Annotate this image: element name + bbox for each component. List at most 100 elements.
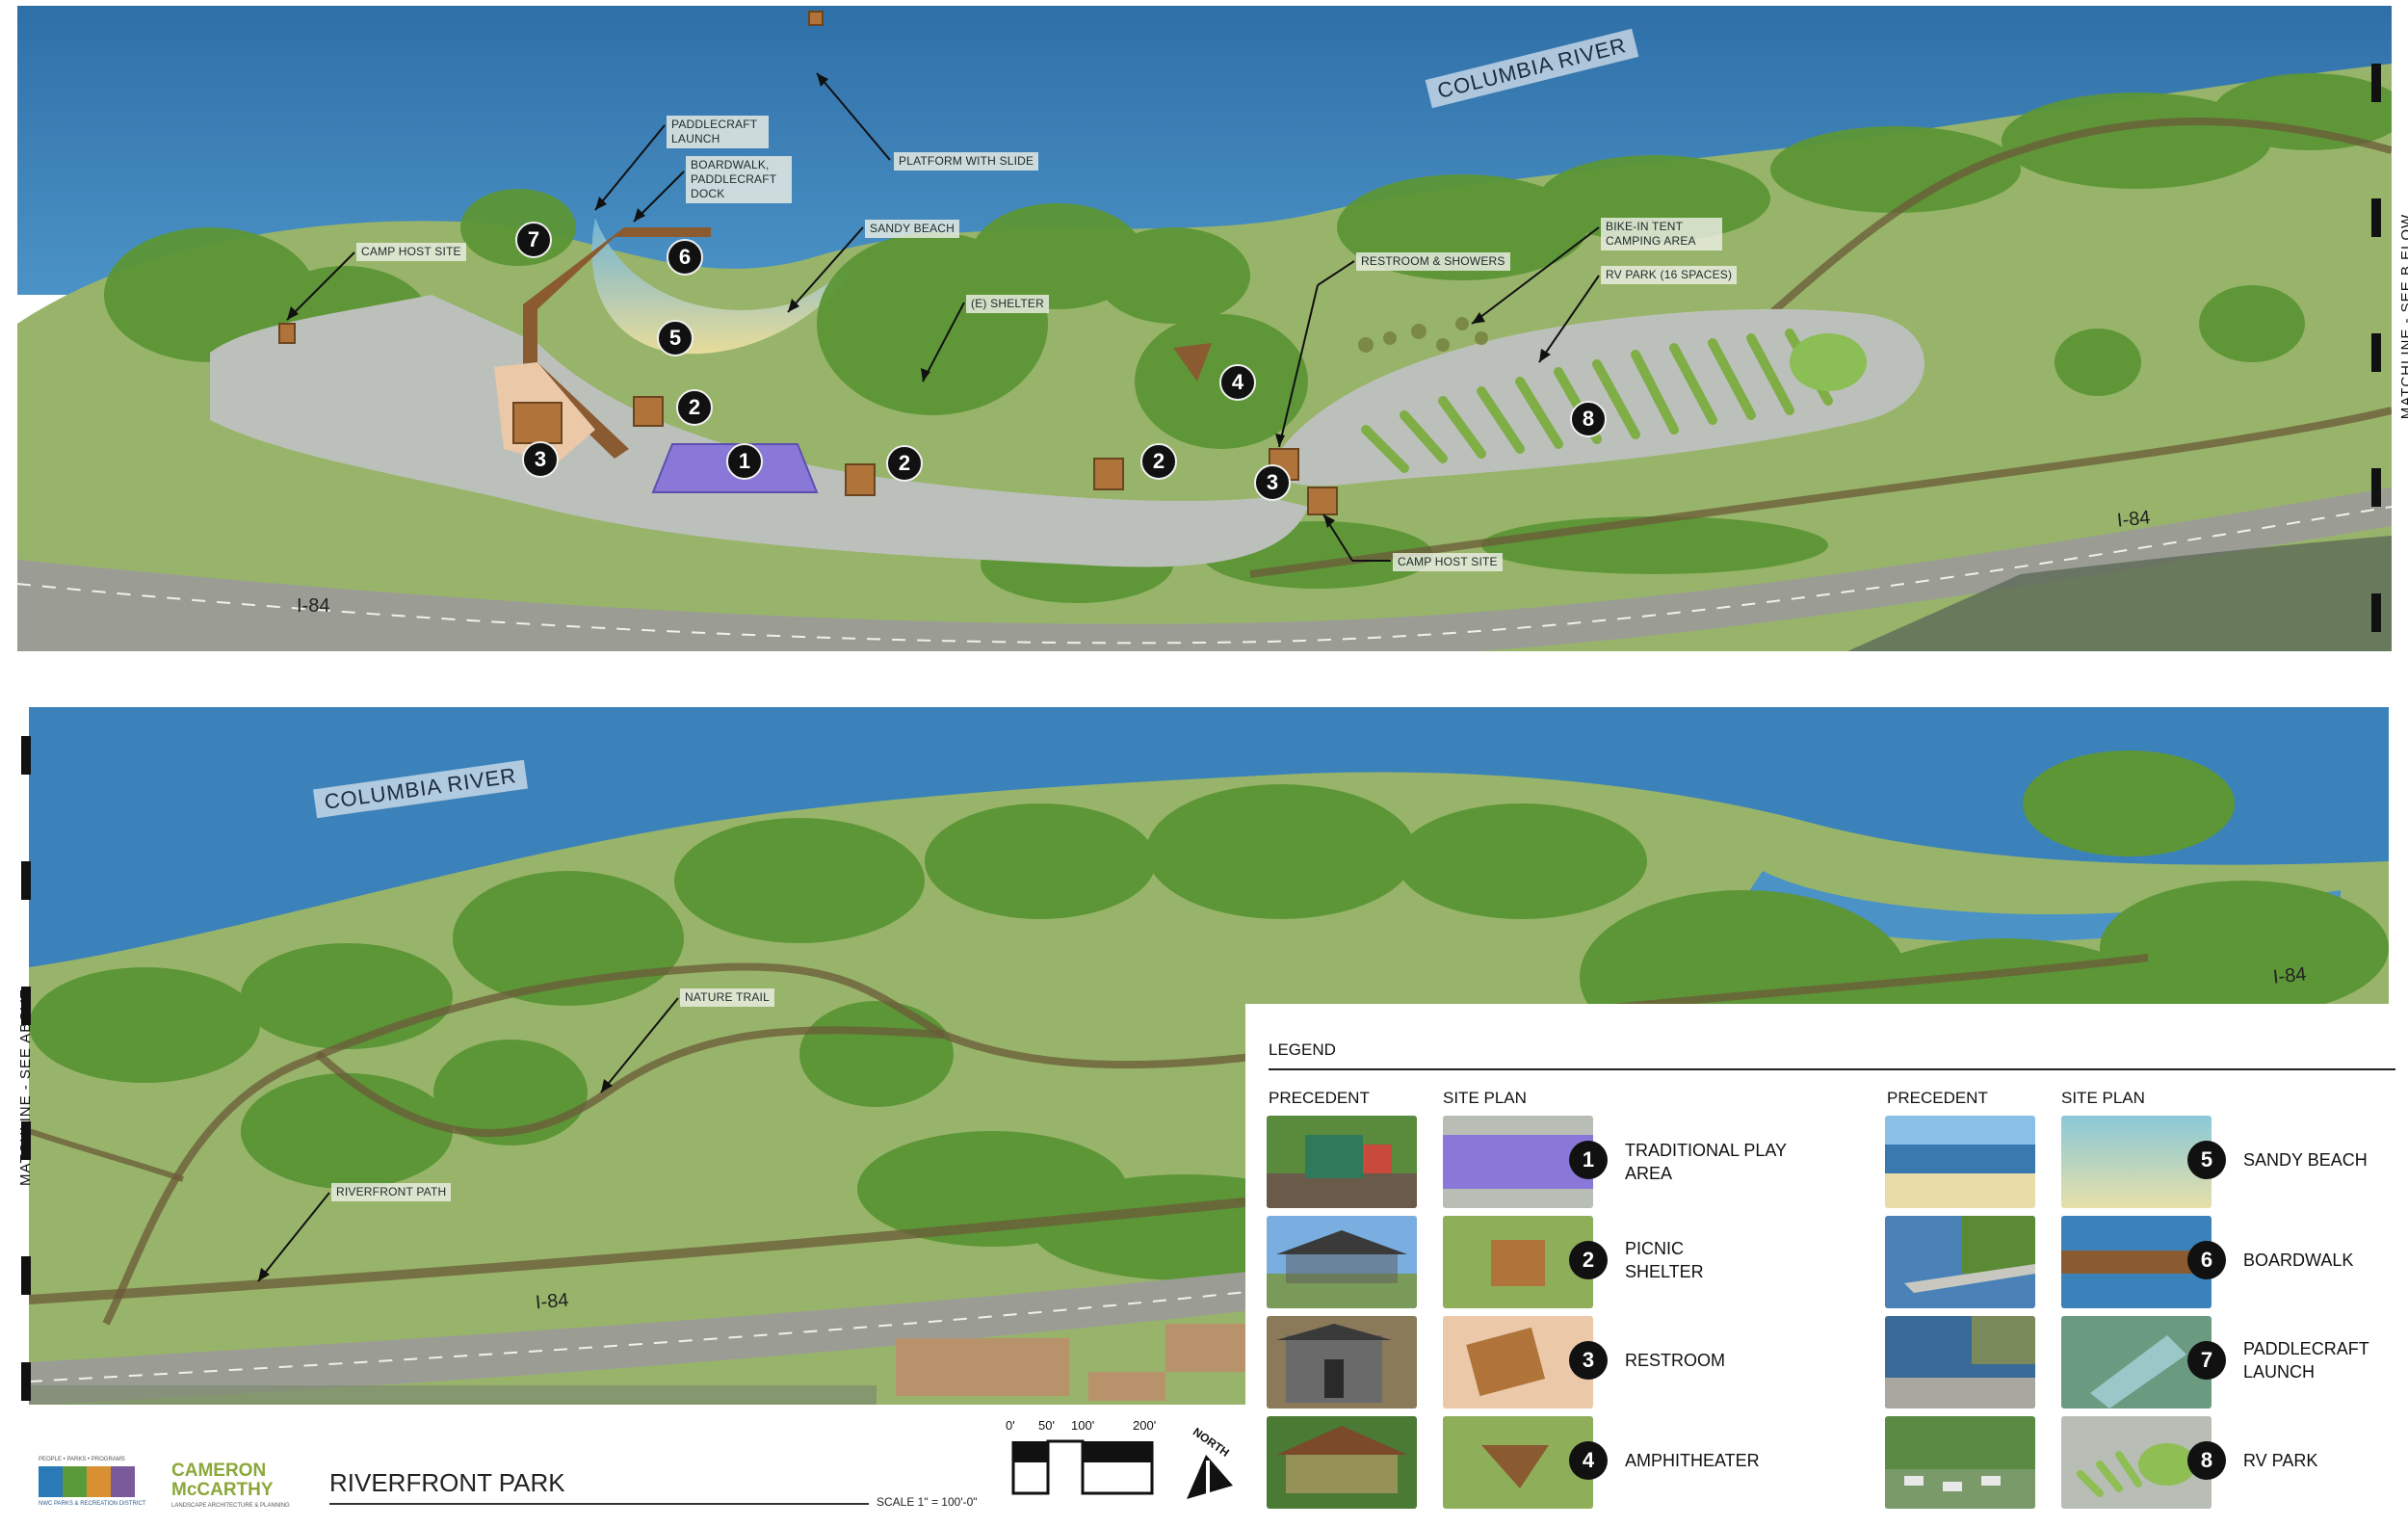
precedent-photo-boardwalk — [1885, 1216, 2035, 1308]
callout-riverfront-path: RIVERFRONT PATH — [331, 1183, 452, 1201]
site-plan-swatch-boardwalk — [2061, 1216, 2212, 1308]
scale-tick: 0' — [1006, 1418, 1015, 1433]
marker-picnic-shelter: 2 — [886, 445, 923, 482]
precedent-photo-rv-park — [1885, 1416, 2035, 1509]
legend-label: TRADITIONAL PLAY AREA — [1625, 1141, 1787, 1183]
legend-number: 8 — [2187, 1441, 2226, 1480]
rv-spaces — [1361, 329, 1833, 473]
legend-number: 1 — [1569, 1141, 1608, 1179]
site-plan-swatch-restroom — [1443, 1316, 1593, 1409]
matchline-label: MATCHLINE - SEE ABOVE — [16, 988, 34, 1186]
precedent-photo-paddlecraft-launch — [1885, 1316, 2035, 1409]
logo-tagline: PEOPLE • PARKS • PROGRAMS — [39, 1457, 125, 1462]
callout-rv-park: RV PARK (16 SPACES) — [1601, 266, 1738, 284]
lumber-yard — [896, 1324, 1252, 1401]
callout-camp-host-west: CAMP HOST SITE — [356, 243, 466, 261]
precedent-photo-sandy-beach — [1885, 1116, 2035, 1208]
scale-bar — [1011, 1439, 1156, 1497]
top-map-graphic — [17, 6, 2392, 651]
legend-number: 5 — [2187, 1141, 2226, 1179]
legend-label: SANDY BEACH — [2243, 1150, 2368, 1170]
col-site-plan: SITE PLAN — [1443, 1089, 1527, 1107]
callout-boardwalk-dock: BOARDWALK, PADDLECRAFT DOCK — [686, 156, 792, 203]
callout-camp-host-east: CAMP HOST SITE — [1393, 553, 1503, 571]
legend-number: 6 — [2187, 1241, 2226, 1279]
marker-play-area: 1 — [726, 443, 763, 480]
legend-number: 4 — [1569, 1441, 1608, 1480]
precedent-photo-play-area — [1267, 1116, 1417, 1208]
legend-title: LEGEND — [1269, 1040, 1336, 1059]
legend-number: 3 — [1569, 1341, 1608, 1380]
logo-sub: LANDSCAPE ARCHITECTURE & PLANNING — [171, 1503, 290, 1509]
marker-amphitheater: 4 — [1219, 364, 1256, 401]
logo-cameron-mccarthy: CAMERON McCARTHY LANDSCAPE ARCHITECTURE … — [171, 1461, 306, 1518]
title-rule — [329, 1503, 869, 1505]
callout-sandy-beach: SANDY BEACH — [865, 220, 960, 238]
site-plan-swatch-sandy-beach — [2061, 1116, 2212, 1208]
callout-bike-in-tent: BIKE-IN TENT CAMPING AREA — [1601, 218, 1722, 250]
amphitheater — [1173, 343, 1212, 382]
marker-picnic-shelter: 2 — [1140, 443, 1177, 480]
top-site-plan: COLUMBIA RIVER I-84 I-84 PADDLECRAFT LAU… — [17, 6, 2392, 651]
nature-trail — [102, 954, 2149, 1326]
legend-number: 2 — [1569, 1241, 1608, 1279]
tent-sites — [1358, 317, 1488, 353]
legend: LEGEND PRECEDENT SITE PLAN PRECEDENT SIT… — [1245, 1004, 2408, 1527]
highway-label: I-84 — [2115, 507, 2152, 532]
matchline-ticks-bottom — [21, 707, 31, 1405]
site-plan-swatch-picnic-shelter — [1443, 1216, 1593, 1308]
legend-label: AMPHITHEATER — [1625, 1451, 1760, 1470]
highway-label: I-84 — [2271, 963, 2308, 988]
logo-org: NWC PARKS & RECREATION DISTRICT — [39, 1501, 146, 1507]
north-arrow: NORTH — [1177, 1425, 1244, 1503]
highway-label: I-84 — [535, 1289, 570, 1314]
marker-rv-park: 8 — [1570, 401, 1607, 437]
callout-shelter: (E) SHELTER — [966, 295, 1049, 313]
legend-label: RESTROOM — [1625, 1351, 1726, 1370]
north-arrow-icon — [1187, 1455, 1233, 1499]
col-precedent: PRECEDENT — [1269, 1089, 1370, 1107]
plan-title: RIVERFRONT PARK — [329, 1468, 565, 1497]
scale-tick: 50' — [1038, 1418, 1055, 1433]
logo-icon — [39, 1466, 135, 1497]
callout-paddlecraft-launch: PADDLECRAFT LAUNCH — [667, 116, 769, 148]
scale-bar-graphic — [1011, 1439, 1154, 1495]
callout-nature-trail: NATURE TRAIL — [680, 988, 774, 1007]
legend-label: RV PARK — [2243, 1451, 2318, 1470]
highway-bottom — [29, 1112, 2389, 1405]
site-plan-swatch-rv-park — [2061, 1416, 2212, 1509]
scale-tick: 200' — [1133, 1418, 1157, 1433]
legend-rule — [1269, 1068, 2395, 1070]
main-parking — [210, 295, 1308, 567]
highway-label: I-84 — [297, 595, 330, 617]
riverfront-path-top — [1249, 407, 2392, 578]
logo-name: McCARTHY — [171, 1480, 274, 1500]
marker-restroom: 3 — [1254, 464, 1291, 501]
logo-name: CAMERON — [171, 1461, 267, 1481]
highway-top — [17, 487, 2392, 651]
col-precedent: PRECEDENT — [1887, 1089, 1988, 1107]
scale-tick: 100' — [1071, 1418, 1095, 1433]
site-plan-swatch-paddlecraft-launch — [2061, 1316, 2212, 1409]
marker-picnic-shelter: 2 — [676, 389, 713, 426]
marker-sandy-beach: 5 — [657, 320, 694, 356]
marker-paddlecraft-launch: 7 — [515, 222, 552, 258]
legend-label: BOARDWALK — [2243, 1251, 2354, 1270]
callout-platform-slide: PLATFORM WITH SLIDE — [894, 152, 1039, 171]
logo-nwc-parks: PEOPLE • PARKS • PROGRAMS NWC PARKS & RE… — [39, 1457, 145, 1514]
site-plan-swatch-amphitheater — [1443, 1416, 1593, 1509]
col-site-plan: SITE PLAN — [2061, 1089, 2145, 1107]
callout-restroom-showers: RESTROOM & SHOWERS — [1356, 252, 1510, 271]
legend-label: PICNIC SHELTER — [1625, 1239, 1704, 1281]
precedent-photo-amphitheater — [1267, 1416, 1417, 1509]
matchline-label: MATCHLINE - SEE B ELOW — [2398, 213, 2408, 420]
marker-boardwalk: 6 — [667, 239, 703, 276]
rv-island — [1790, 333, 1867, 391]
precedent-photo-restroom — [1267, 1316, 1417, 1409]
matchline-ticks-top — [2371, 6, 2381, 651]
precedent-photo-picnic-shelter — [1267, 1216, 1417, 1308]
trail-top — [1767, 118, 2392, 318]
site-plan-swatch-play-area — [1443, 1116, 1593, 1208]
marker-restroom: 3 — [522, 441, 559, 478]
beach-cove — [591, 218, 855, 355]
